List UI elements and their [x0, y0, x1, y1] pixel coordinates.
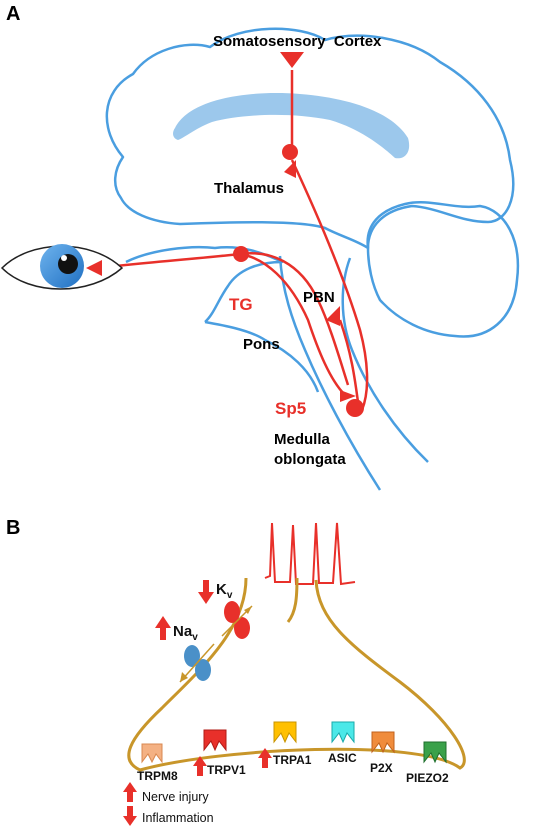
receptor-asic: [331, 721, 355, 744]
action-potential-trace: [264, 522, 356, 586]
thalamus-neuron: [282, 144, 298, 160]
label-medulla-line2: oblongata: [274, 451, 346, 468]
thalamus-terminal: [284, 160, 296, 178]
label-tg: TG: [229, 295, 253, 314]
receptor-piezo2: [423, 741, 447, 764]
receptor-label-p2x: P2X: [370, 761, 393, 775]
receptor-label-piezo2: PIEZO2: [406, 771, 449, 785]
nav-up-arrow: [155, 616, 171, 640]
receptor-label-asic: ASIC: [328, 751, 357, 765]
receptor-trpa1: [273, 721, 297, 744]
nav-channel: [179, 643, 215, 683]
legend-up-arrow: [123, 782, 137, 802]
pathway-sp5-to-thalamus: [290, 159, 369, 411]
sp5-terminal: [340, 390, 356, 402]
sp5-neuron: [346, 399, 364, 417]
pons-outline: [204, 320, 320, 393]
eye-terminal: [86, 260, 102, 276]
pathway-tg-to-sp5: [239, 252, 346, 396]
eye-highlight: [61, 255, 67, 261]
label-cortex: Somatosensory Cortex: [213, 33, 382, 50]
legend-down-arrow: [123, 806, 137, 826]
brain-outline: [105, 27, 515, 250]
eye-pupil: [58, 254, 78, 274]
cortex-terminal: [280, 52, 304, 68]
panel-a-letter: A: [6, 3, 20, 25]
pathway-eye-to-tg: [97, 252, 350, 386]
trpa1-up-arrow: [258, 748, 272, 768]
label-pons: Pons: [243, 336, 280, 353]
receptor-label-trpv1: TRPV1: [207, 763, 246, 777]
brainstem-outline: [278, 255, 429, 491]
kv-label: Kv: [216, 581, 233, 601]
panel-b-letter: B: [6, 517, 20, 539]
pbn-terminal: [326, 306, 340, 326]
label-sp5: Sp5: [275, 399, 306, 418]
cerebellum-outline: [366, 201, 520, 338]
kv-channel: [221, 601, 253, 639]
receptor-trpv1: [203, 729, 227, 752]
temporal-outline: [125, 245, 284, 323]
legend-up-label: Nerve injury: [142, 790, 209, 804]
receptor-trpm8: [141, 743, 163, 764]
thalamus-shape: [173, 93, 410, 159]
legend-down-label: Inflammation: [142, 811, 214, 825]
receptor-p2x: [371, 731, 395, 754]
receptor-label-trpm8: TRPM8: [137, 769, 178, 783]
label-thalamus: Thalamus: [214, 180, 284, 197]
receptor-label-trpa1: TRPA1: [273, 753, 312, 767]
tg-neuron: [233, 246, 249, 262]
trpv1-up-arrow: [193, 756, 207, 776]
label-medulla-line1: Medulla: [274, 431, 330, 448]
pathway-sp5-to-pbn: [338, 319, 360, 403]
neuron-body: [127, 577, 466, 772]
kv-down-arrow: [198, 580, 214, 604]
nav-label: Nav: [173, 623, 198, 643]
label-pbn: PBN: [303, 289, 335, 306]
